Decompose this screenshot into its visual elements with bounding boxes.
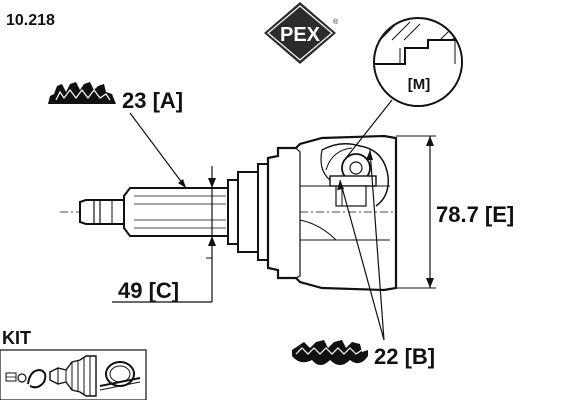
inner-spline-leaders xyxy=(337,149,385,341)
shaft-diameter-label: 49 [C] xyxy=(118,278,179,303)
boot-icon xyxy=(49,355,97,397)
band-icon xyxy=(99,361,141,391)
detail-label: [M] xyxy=(408,76,431,93)
part-number: 10.218 xyxy=(6,12,55,29)
inner-spline-gear-icon xyxy=(292,340,368,365)
pex-logo: PEX ® xyxy=(264,2,339,64)
logo-text: PEX xyxy=(280,24,321,46)
spline-gear-icon xyxy=(48,82,116,104)
cv-joint-housing xyxy=(266,134,398,292)
clamp-icon xyxy=(5,372,17,382)
spline-inner-label: 22 [B] xyxy=(374,344,435,369)
registered-mark: ® xyxy=(333,18,339,26)
spline-outer-label: 23 [A] xyxy=(122,88,183,113)
hub-diameter-label: 78.7 [E] xyxy=(436,202,514,227)
hub-dimension-line xyxy=(396,135,436,289)
shaft-dimension-line xyxy=(112,166,216,303)
cv-joint-shaft xyxy=(60,163,290,261)
circlip-icon xyxy=(17,368,47,389)
detail-view-circle: [M] xyxy=(373,17,463,107)
kit-label: KIT xyxy=(2,328,31,348)
